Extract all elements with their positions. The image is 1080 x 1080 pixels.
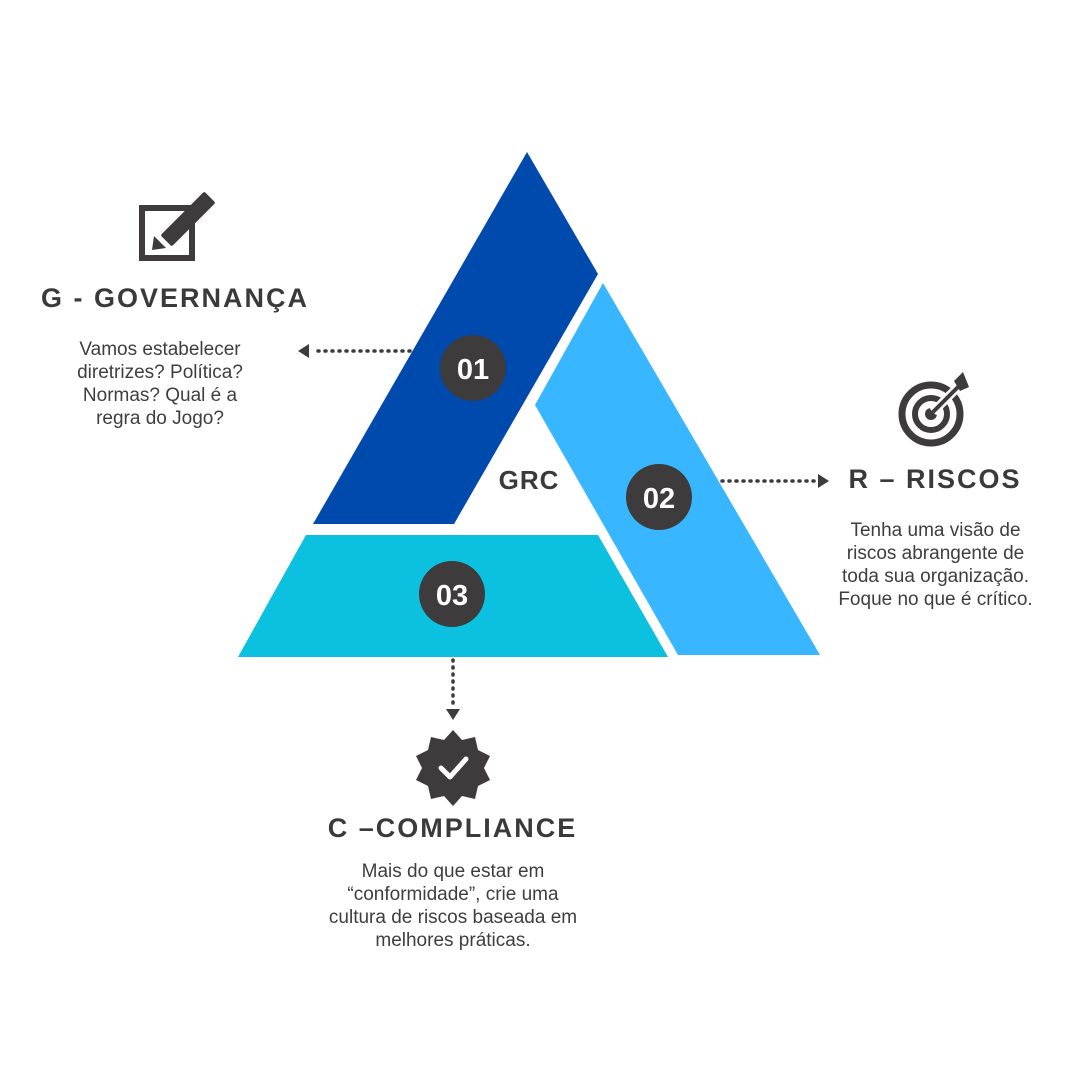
badge-03: 03 — [419, 561, 485, 627]
connector-compliance — [446, 658, 460, 720]
compliance-description: Mais do que estar em “conformidade”, cri… — [328, 861, 578, 951]
verified-badge-icon — [416, 730, 490, 806]
badge-02: 02 — [626, 464, 692, 530]
governance-segment — [313, 152, 598, 524]
risks-title: R – RISCOS — [848, 464, 1022, 494]
badge-03-number: 03 — [436, 580, 468, 612]
risks-segment — [535, 283, 820, 655]
connector-risks — [720, 474, 829, 488]
governance-title: G - GOVERNANÇA — [40, 283, 309, 313]
badge-01-number: 01 — [457, 354, 489, 386]
governance-description: Vamos estabelecer diretrizes? Política? … — [77, 339, 243, 429]
center-label: GRC — [499, 465, 560, 495]
target-icon — [898, 372, 969, 447]
edit-icon — [139, 192, 215, 261]
risks-description: Tenha uma visão de riscos abrangente de … — [838, 520, 1033, 610]
badge-02-number: 02 — [643, 483, 675, 515]
badge-01: 01 — [440, 335, 506, 401]
connector-governance — [298, 344, 412, 358]
compliance-title: C –COMPLIANCE — [327, 813, 578, 843]
